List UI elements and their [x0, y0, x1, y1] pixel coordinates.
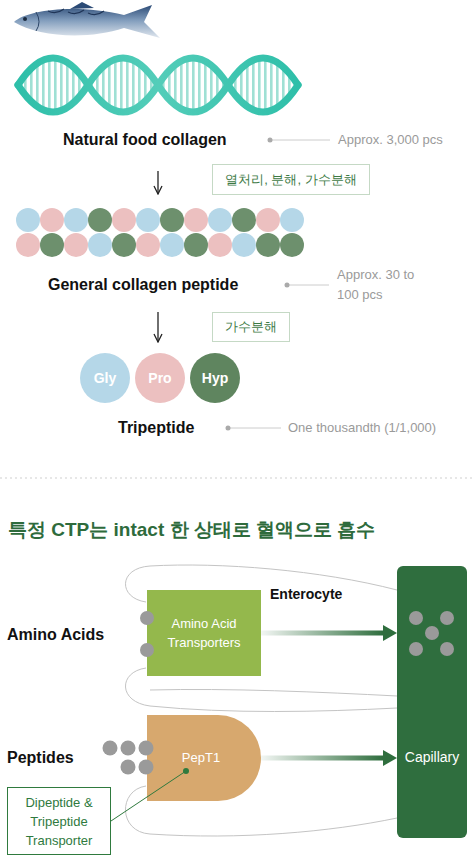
leader-dot	[268, 138, 273, 143]
dna-helix	[18, 58, 298, 112]
stage-label: Natural food collagen	[63, 130, 227, 149]
transporter-box: Amino Acid Transporters	[147, 590, 261, 676]
leader-line	[228, 428, 281, 429]
leader-dot	[226, 426, 231, 431]
amino-bead	[280, 233, 304, 257]
input-label: Peptides	[7, 748, 74, 767]
d-shape	[147, 715, 261, 801]
amino-bead	[256, 233, 280, 257]
flow-arrow	[261, 756, 383, 761]
fish-eye	[23, 17, 27, 21]
fish-illustration	[14, 2, 160, 38]
leader-dot	[285, 283, 290, 288]
input-label: Amino Acids	[7, 625, 104, 644]
node-text: Dipeptide & Tripeptide Transporter	[12, 793, 106, 850]
leader-line	[270, 140, 330, 141]
node-text: 가수분해	[225, 319, 277, 335]
membrane-line	[150, 689, 397, 696]
amino-bead	[40, 233, 64, 257]
dna-strand	[18, 58, 298, 112]
amino-bead	[232, 208, 256, 232]
node-text: Capillary	[405, 748, 459, 766]
count-note: Approx. 3,000 pcs	[338, 132, 443, 148]
amino-bead	[136, 233, 160, 257]
cell-membrane	[125, 565, 397, 836]
amino-bead	[112, 233, 136, 257]
amino-bead	[256, 208, 280, 232]
amino-bead	[184, 208, 208, 232]
node-text: Hyp	[202, 369, 228, 387]
amino-bead	[208, 208, 232, 232]
dna-strand	[18, 58, 298, 112]
peptide-dot	[121, 741, 136, 756]
amino-bead	[16, 233, 40, 257]
fish-fin	[70, 2, 94, 9]
peptide-chain	[16, 208, 304, 257]
process-box: 가수분해	[212, 312, 290, 342]
circle-shape	[80, 353, 130, 403]
amino-bead	[160, 233, 184, 257]
circle-shape	[135, 353, 185, 403]
node-text: PepT1	[182, 750, 220, 766]
dna-rungs	[18, 58, 298, 112]
callout-box: Dipeptide & Tripeptide Transporter	[7, 787, 111, 855]
amino-bead	[40, 208, 64, 232]
peptide-dot	[121, 760, 136, 775]
count-note: One thousandth (1/1,000)	[288, 420, 436, 436]
fish-gill	[36, 12, 39, 31]
node-text: 열처리, 분해, 가수분해	[225, 172, 356, 188]
amino-bead	[64, 208, 88, 232]
amino-bead	[184, 233, 208, 257]
down-arrow	[157, 312, 158, 342]
node-text: Amino Acid Transporters	[155, 614, 253, 652]
amino-acid-circle: Pro	[135, 353, 185, 403]
amino-bead	[160, 208, 184, 232]
transporter-shape: PepT1	[147, 715, 261, 801]
amino-bead	[112, 208, 136, 232]
stage-label: General collagen peptide	[48, 275, 238, 294]
circle-shape	[190, 353, 240, 403]
amino-acid-circle: Gly	[80, 353, 130, 403]
fish-stripe	[48, 9, 104, 15]
peptide-dot	[103, 741, 118, 756]
down-arrow	[157, 171, 158, 194]
amino-bead	[88, 233, 112, 257]
amino-bead	[64, 233, 88, 257]
count-note: Approx. 30 to 100 pcs	[337, 265, 437, 305]
node-text: Gly	[94, 369, 117, 387]
amino-bead	[208, 233, 232, 257]
amino-bead	[88, 208, 112, 232]
amino-bead	[232, 233, 256, 257]
amino-bead	[16, 208, 40, 232]
section-title: 특정 CTP는 intact 한 상태로 혈액으로 흡수	[8, 518, 375, 542]
amino-bead	[280, 208, 304, 232]
callout-connector	[111, 797, 147, 821]
amino-bead	[136, 208, 160, 232]
process-box: 열처리, 분해, 가수분해	[212, 164, 370, 195]
amino-acid-circle: Hyp	[190, 353, 240, 403]
flow-arrow	[261, 631, 383, 636]
capillary-vessel: Capillary	[397, 566, 467, 838]
fish-body	[14, 5, 160, 38]
node-text: Pro	[148, 369, 171, 387]
stage-label: Tripeptide	[118, 418, 194, 437]
cell-label: Enterocyte	[270, 586, 342, 603]
section-separator	[0, 478, 472, 479]
leader-line	[287, 285, 329, 286]
